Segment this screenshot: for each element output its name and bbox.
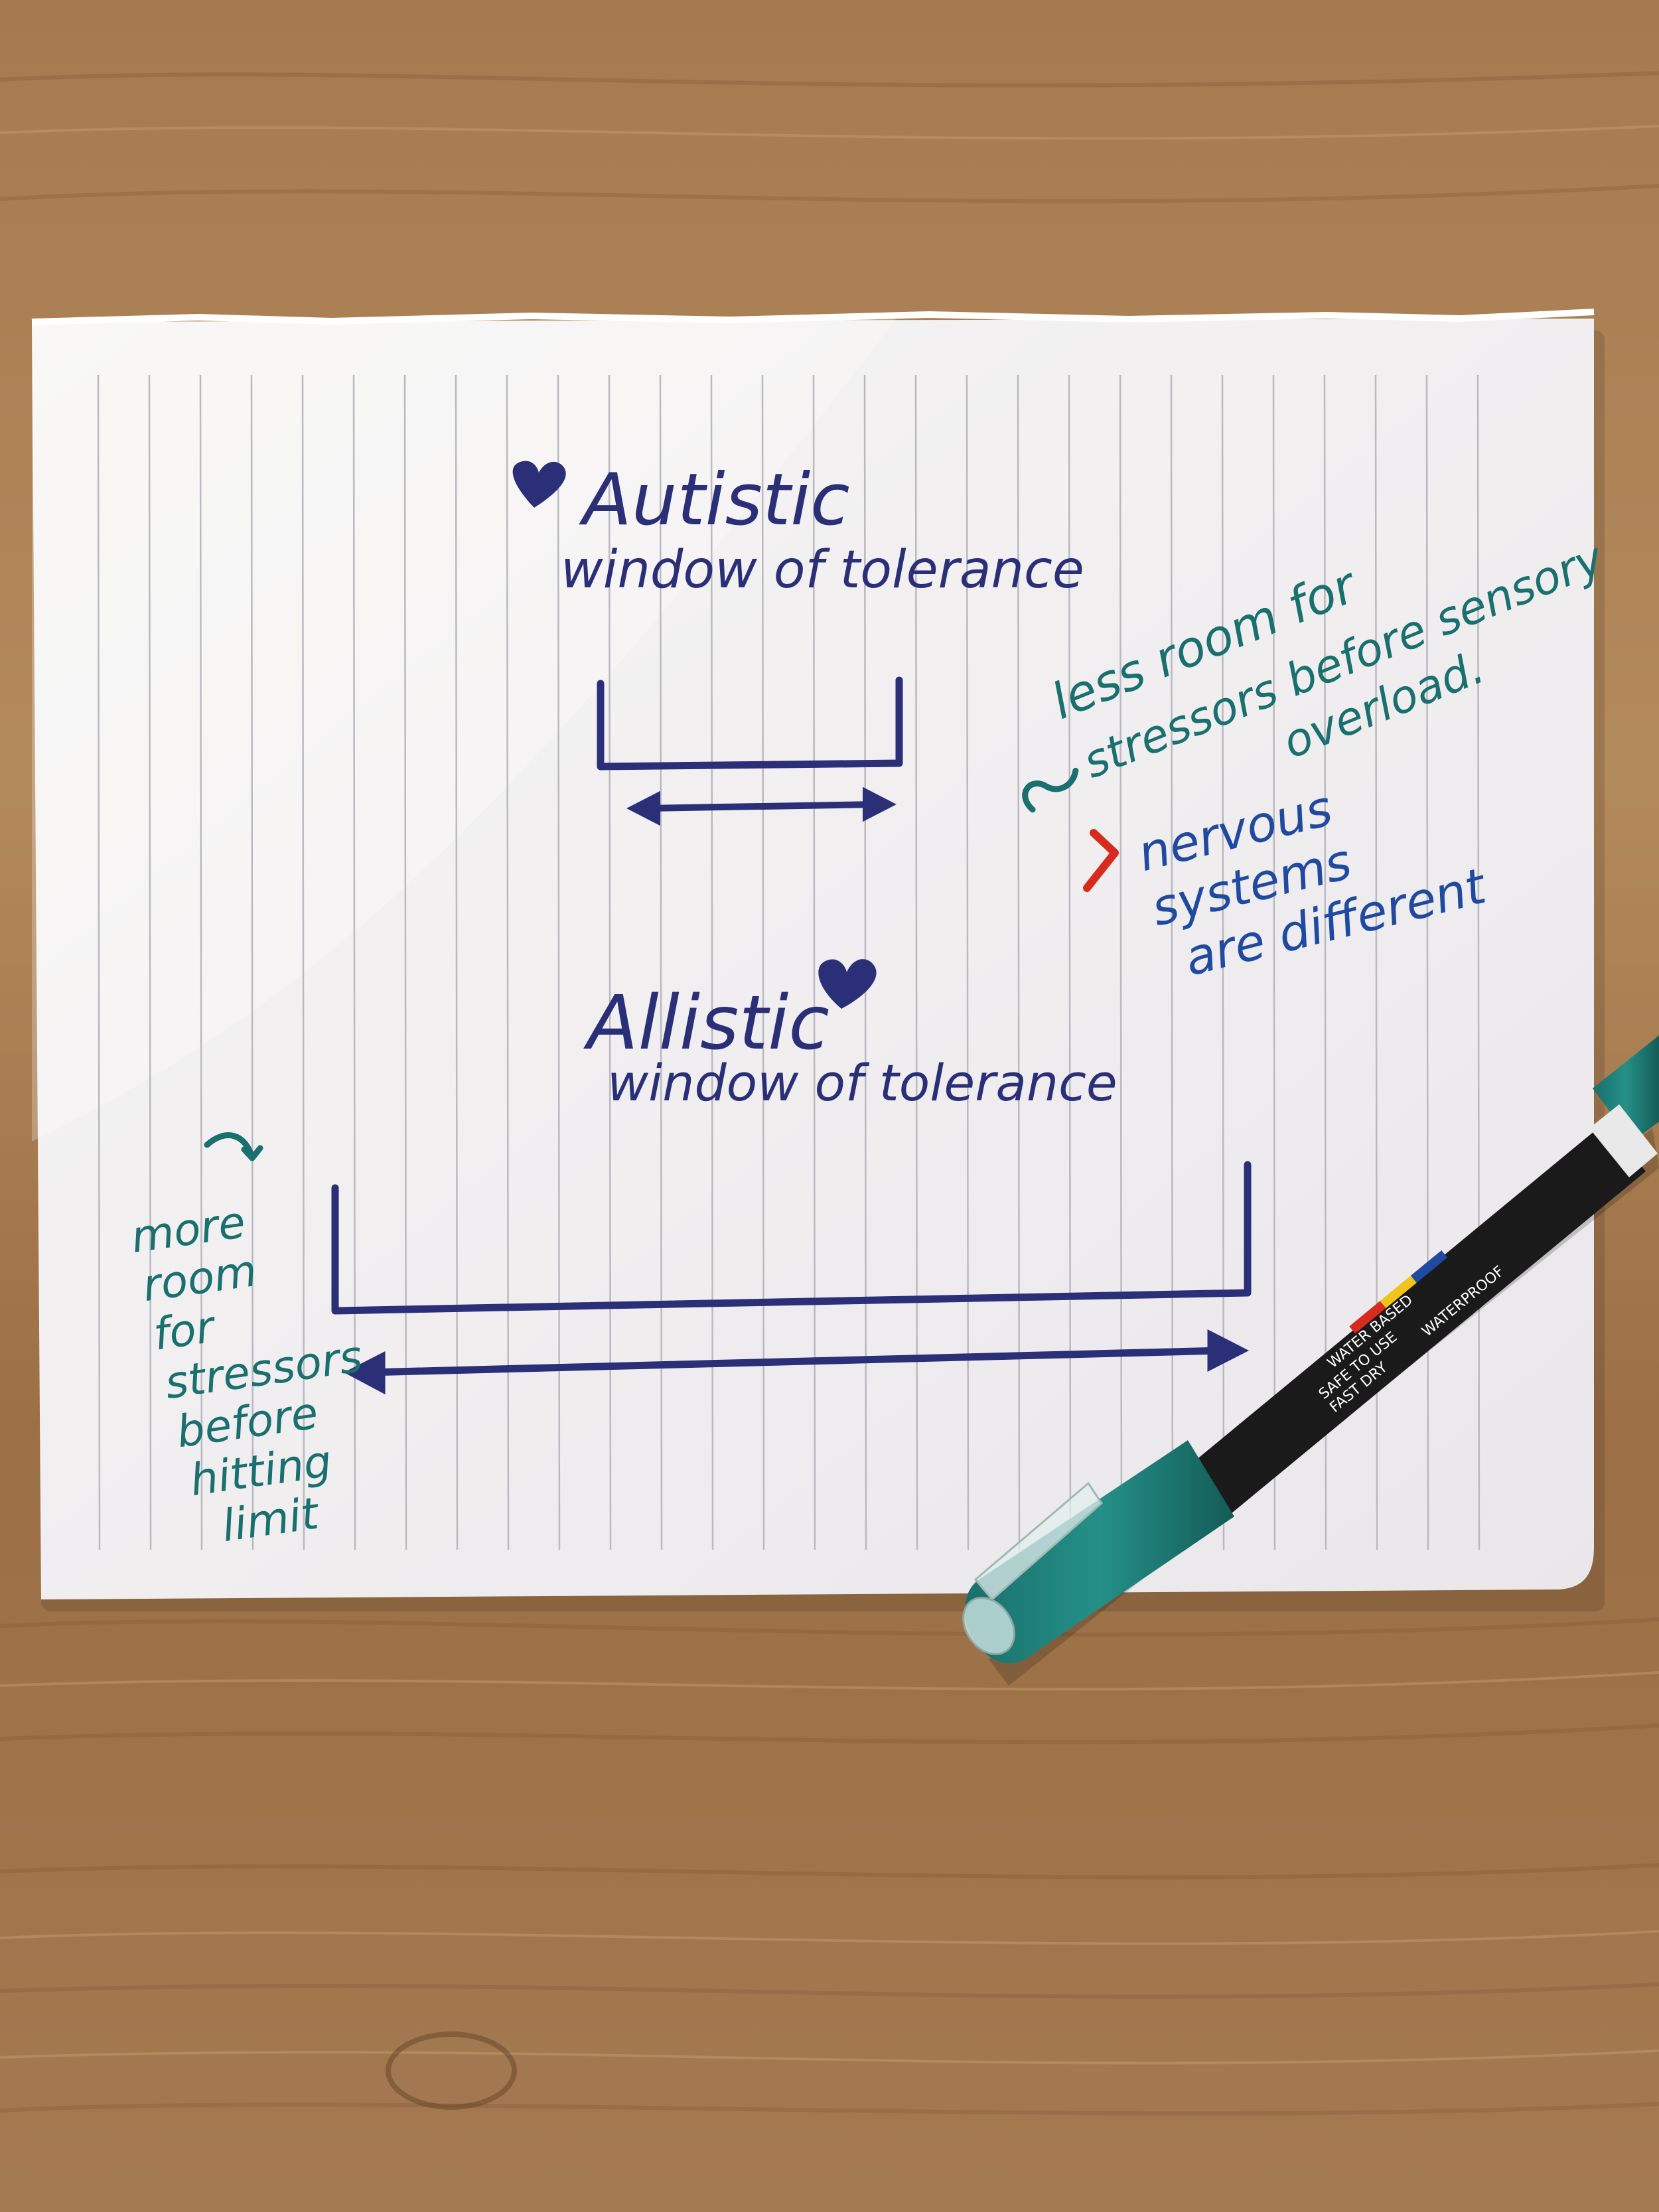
- ruled-line: [1425, 374, 1429, 1550]
- autistic-window-bracket: [597, 676, 903, 771]
- marker-color-stripe-red: [1349, 1301, 1386, 1334]
- ruled-line: [148, 374, 152, 1550]
- marker-top-cap: [1593, 1035, 1659, 1142]
- curved-arrow-icon: [1022, 767, 1079, 813]
- ruled-line: [608, 374, 612, 1550]
- allistic-subtitle: window of tolerance: [607, 1053, 1118, 1112]
- autistic-title: Autistic: [579, 459, 850, 542]
- light-shadow: [32, 319, 896, 1142]
- autistic-heading: Autistic window of tolerance: [512, 459, 1084, 600]
- marker-clip: [974, 1481, 1103, 1601]
- autistic-range-arrow: [626, 786, 897, 826]
- wood-grain: [0, 71, 1659, 2116]
- marker-cap-end: [962, 1597, 1015, 1655]
- allistic-range-arrow: [344, 1329, 1250, 1395]
- wood-knot: [386, 2031, 517, 2110]
- allistic-heading: Allistic window of tolerance: [583, 959, 1118, 1112]
- autistic-subtitle: window of tolerance: [561, 540, 1084, 600]
- marker-color-stripe-blue: [1410, 1250, 1448, 1283]
- wood-grain-light: [0, 125, 1659, 2065]
- ruled-line: [455, 374, 459, 1550]
- allistic-title: Allistic: [583, 980, 830, 1067]
- heart-icon: [818, 959, 877, 1009]
- ruled-line: [97, 374, 101, 1550]
- left-note-line-3: for: [151, 1301, 220, 1360]
- ruled-line: [250, 374, 254, 1550]
- marker-barrel: [1188, 1122, 1646, 1516]
- ruled-line: [403, 374, 407, 1550]
- chevron-right-icon: [1083, 829, 1119, 892]
- ruled-line: [557, 374, 561, 1550]
- ruled-line: [914, 374, 918, 1550]
- notebook-paper: [32, 319, 1594, 1599]
- curved-arrow-icon: [204, 1132, 263, 1161]
- paper-torn-edge: [31, 309, 1595, 325]
- ruled-line: [199, 374, 203, 1550]
- ruled-line: [659, 374, 663, 1550]
- marker-band: [1589, 1104, 1658, 1177]
- ruled-line: [812, 374, 816, 1550]
- heart-icon: [512, 461, 566, 508]
- ruled-line: [761, 374, 765, 1550]
- ruled-line: [710, 374, 714, 1550]
- ruled-line: [1477, 374, 1480, 1550]
- ruled-line: [301, 374, 305, 1550]
- marker-cap: [965, 1440, 1234, 1664]
- allistic-window-bracket: [331, 1161, 1252, 1315]
- marker-color-stripe-yellow: [1380, 1276, 1417, 1309]
- ruled-line: [352, 374, 356, 1550]
- ruled-line: [1272, 374, 1276, 1550]
- ruled-line: [506, 374, 510, 1550]
